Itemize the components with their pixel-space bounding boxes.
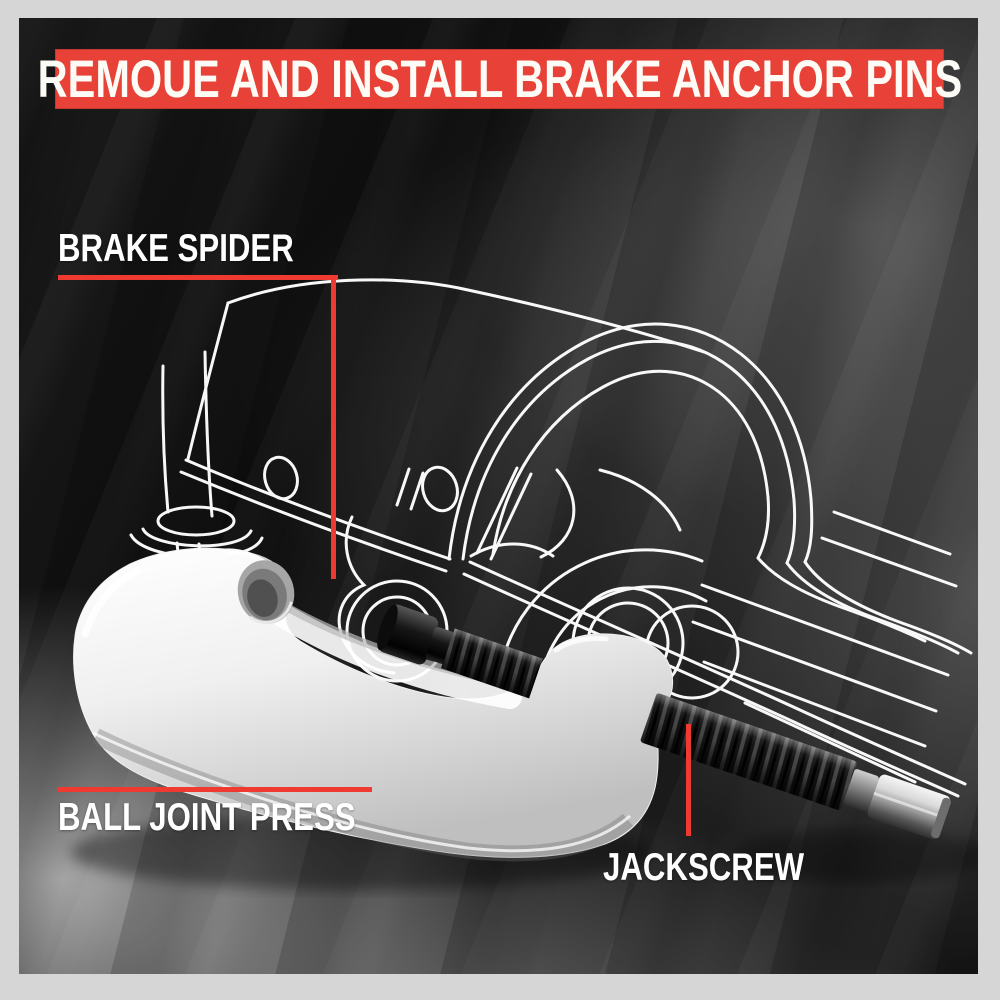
brake-spider-leader-horizontal xyxy=(58,275,338,280)
banner-title: REMOUE AND INSTALL BRAKE ANCHOR PINS xyxy=(37,49,962,109)
brake-spider-leader-vertical xyxy=(331,275,336,579)
ball-joint-press-body xyxy=(73,547,674,862)
jackscrew-label: JACKSCREW xyxy=(603,846,805,889)
brake-spider-label: BRAKE SPIDER xyxy=(58,227,294,270)
press-cup-hole xyxy=(237,560,295,624)
ball-joint-press-leader xyxy=(58,787,372,792)
jackscrew-leader xyxy=(686,724,691,836)
title-banner: REMOUE AND INSTALL BRAKE ANCHOR PINS xyxy=(37,49,962,109)
illustration-svg xyxy=(70,278,978,890)
ball-joint-press-label: BALL JOINT PRESS xyxy=(58,796,356,839)
jackscrew-screw xyxy=(377,604,952,840)
